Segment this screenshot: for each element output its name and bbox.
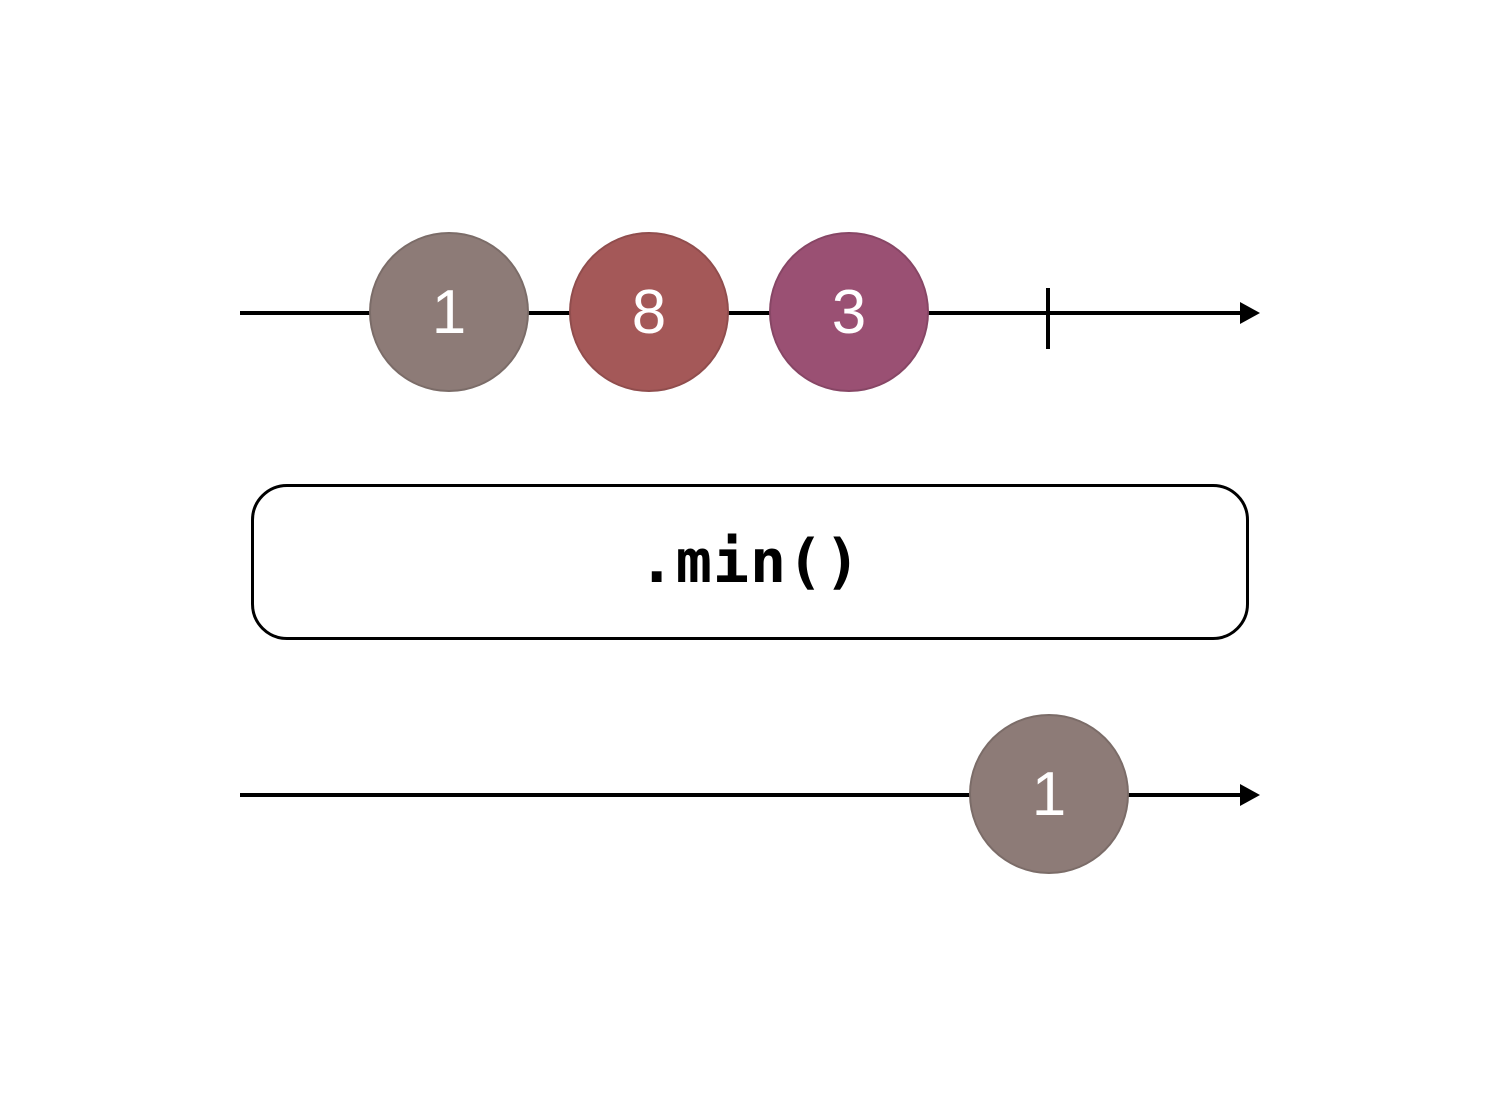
input-timeline [240, 302, 1260, 324]
input-marble: 8 [569, 232, 729, 392]
input-marble: 3 [769, 232, 929, 392]
output-timeline [240, 784, 1260, 806]
input-timeline-arrowhead [1240, 302, 1260, 324]
operator-box: .min() [251, 484, 1249, 640]
output-timeline-line [240, 793, 1244, 797]
input-timeline-line [240, 311, 1244, 315]
operator-label: .min() [638, 527, 862, 597]
output-marble: 1 [969, 714, 1129, 874]
input-marble: 1 [369, 232, 529, 392]
input-completion-marker [1046, 288, 1050, 349]
output-timeline-arrowhead [1240, 784, 1260, 806]
